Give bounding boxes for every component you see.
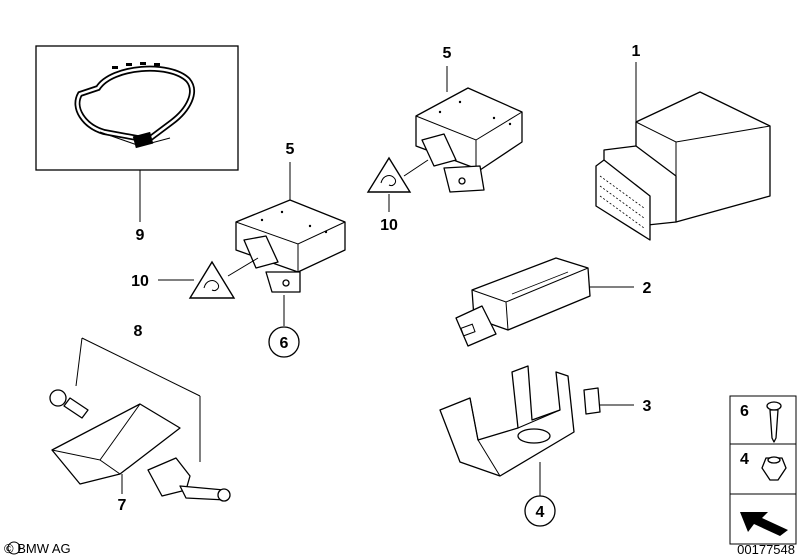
control-unit-right [415, 87, 523, 193]
tire-pressure-sensor [49, 389, 231, 502]
control-module-1 [595, 91, 771, 241]
legend-panel: 6 4 [729, 395, 797, 545]
callout-8: 8 [134, 323, 143, 340]
callout-2: 2 [643, 280, 652, 297]
callout-5-right: 5 [443, 45, 452, 62]
legend-label-4: 4 [740, 451, 749, 468]
nut-icon [761, 456, 787, 481]
callout-4-circle: 4 [524, 495, 556, 527]
screw-icon [766, 401, 782, 443]
callout-5-left: 5 [286, 141, 295, 158]
tire-inset [35, 45, 239, 171]
holder-bracket-3 [439, 365, 601, 477]
copyright-text: © BMW AG [4, 541, 71, 556]
callout-6: 6 [280, 335, 289, 352]
arrow-icon [738, 508, 788, 536]
callout-1: 1 [632, 43, 641, 60]
control-unit-left [235, 199, 346, 293]
warning-triangle-icon [366, 156, 412, 193]
diagram-number: 00177548 [737, 542, 795, 557]
warning-triangle-icon [188, 260, 236, 299]
callout-10-left: 10 [131, 273, 149, 290]
callout-6-circle: 6 [268, 326, 300, 358]
callout-9: 9 [136, 227, 145, 244]
callout-10-right: 10 [380, 217, 398, 234]
antenna-module-2 [455, 257, 591, 347]
callout-4: 4 [536, 504, 545, 521]
callout-7: 7 [118, 497, 127, 514]
callout-3: 3 [643, 398, 652, 415]
copyright-icon [7, 541, 21, 555]
legend-label-6: 6 [740, 403, 749, 420]
